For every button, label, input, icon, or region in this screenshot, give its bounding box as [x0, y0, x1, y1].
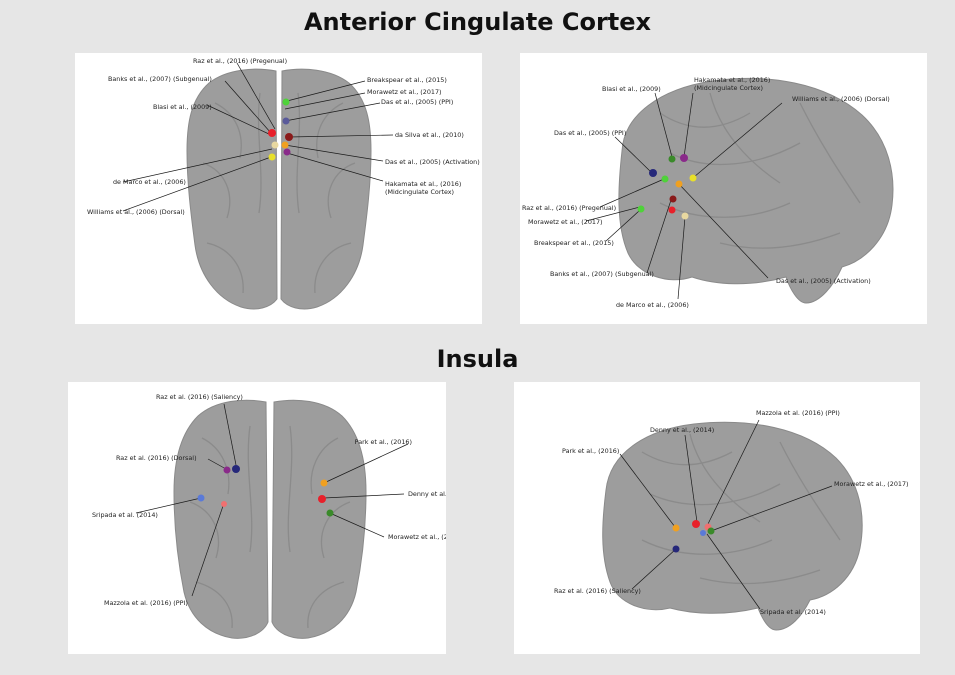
label-sripada: Sripada et al. (2014): [760, 608, 826, 616]
insula-side-view-figure: Mazzola et al. (2016) (PPI) Denny et al.…: [514, 382, 920, 654]
acc-section-title: Anterior Cingulate Cortex: [0, 8, 955, 36]
label-denny: Denny et al., (2014): [408, 490, 446, 498]
label-banks: Banks et al., (2007) (Subgenual): [108, 75, 212, 83]
label-mazzola: Mazzola et al. (2016) (PPI): [104, 599, 188, 607]
marker-park: [673, 525, 680, 532]
marker-park: [321, 480, 328, 487]
insula-section-title: Insula: [0, 345, 955, 373]
label-blasi: Blasi et al., (2009): [153, 103, 212, 111]
marker-banks: [669, 207, 676, 214]
marker-raz-saliency: [232, 465, 240, 473]
label-morawetz: Morawetz et al., (2017): [388, 533, 446, 541]
label-raz-pregenual: Raz et al., (2016) (Pregenual): [522, 204, 616, 212]
marker-williams: [690, 175, 697, 182]
marker-da-silva: [670, 196, 677, 203]
label-banks: Banks et al., (2007) (Subgenual): [550, 270, 654, 278]
label-da-silva: da Silva et al., (2010): [395, 131, 464, 139]
label-raz-dorsal: Raz et al. (2016) (Dorsal): [116, 454, 197, 462]
label-williams: Williams et al., (2006) (Dorsal): [792, 95, 890, 103]
insula-side-view-panel: Mazzola et al. (2016) (PPI) Denny et al.…: [514, 382, 920, 654]
label-breakspear: Breakspear et al., (2015): [534, 239, 614, 247]
brain-top-view: [174, 400, 366, 638]
label-hakamata: Hakamata et al., (2016): [694, 76, 770, 84]
marker-morawetz: [327, 510, 334, 517]
marker-sripada: [198, 495, 205, 502]
label-park: Park et al., (2016): [355, 438, 412, 446]
marker-das-activation: [676, 181, 683, 188]
label-raz-saliency: Raz et al. (2016) (Saliency): [156, 393, 243, 401]
marker-da-silva: [285, 133, 293, 141]
label-park: Park et al., (2016): [562, 447, 619, 455]
marker-breakspear: [283, 99, 290, 106]
label-de-marco: de Marco et al., (2006): [113, 178, 186, 186]
label-das-ppi: Das et al., (2005) (PPI): [381, 98, 453, 106]
marker-das-ppi: [283, 118, 290, 125]
marker-denny: [318, 495, 326, 503]
acc-top-view-figure: Raz et al., (2016) (Pregenual) Banks et …: [75, 53, 482, 324]
insula-top-view-figure: Raz et al. (2016) (Saliency) Raz et al. …: [68, 382, 446, 654]
label-das-ppi: Das et al., (2005) (PPI): [554, 129, 626, 137]
label-hakamata-region: (Midcingulate Cortex): [694, 84, 763, 92]
marker-breakspear: [638, 206, 645, 213]
marker-williams: [269, 154, 276, 161]
marker-raz-pregenual: [268, 129, 276, 137]
label-das-activation: Das et al., (2005) (Activation): [385, 158, 480, 166]
marker-mazzola: [221, 501, 227, 507]
label-blasi: Blasi et al., (2009): [602, 85, 661, 93]
acc-side-view-panel: Blasi et al., (2009) Hakamata et al., (2…: [520, 53, 927, 324]
acc-side-view-figure: Blasi et al., (2009) Hakamata et al., (2…: [520, 53, 927, 324]
insula-top-view-panel: Raz et al. (2016) (Saliency) Raz et al. …: [68, 382, 446, 654]
label-breakspear: Breakspear et al., (2015): [367, 76, 447, 84]
marker-sripada: [700, 530, 706, 536]
marker-raz-saliency: [673, 546, 680, 553]
marker-blasi: [669, 156, 676, 163]
label-williams: Williams et al., (2006) (Dorsal): [87, 208, 185, 216]
label-morawetz: Morawetz et al., (2017): [528, 218, 603, 226]
marker-raz-dorsal: [224, 467, 231, 474]
acc-top-view-panel: Raz et al., (2016) (Pregenual) Banks et …: [75, 53, 482, 324]
label-sripada: Sripada et al. (2014): [92, 511, 158, 519]
label-morawetz: Morawetz et al., (2017): [367, 88, 442, 96]
marker-banks: [272, 142, 279, 149]
marker-de-marco: [682, 213, 689, 220]
marker-hakamata: [680, 154, 688, 162]
label-raz-saliency: Raz et al. (2016) (Saliency): [554, 587, 641, 595]
marker-morawetz: [708, 528, 715, 535]
brain-side-view: [603, 422, 862, 630]
brain-top-view: [187, 69, 371, 309]
marker-denny: [692, 520, 700, 528]
label-hakamata: Hakamata et al., (2016): [385, 180, 461, 188]
label-raz-pregenual: Raz et al., (2016) (Pregenual): [193, 57, 287, 65]
marker-das-activation: [282, 142, 289, 149]
label-morawetz: Morawetz et al., (2017): [834, 480, 909, 488]
label-denny: Denny et al., (2014): [650, 426, 714, 434]
label-mazzola: Mazzola et al. (2016) (PPI): [756, 409, 840, 417]
label-das-activation: Das et al., (2005) (Activation): [776, 277, 871, 285]
marker-das-ppi: [649, 169, 657, 177]
label-hakamata-region: (Midcingulate Cortex): [385, 188, 454, 196]
marker-hakamata: [284, 149, 291, 156]
marker-raz-pregenual: [662, 176, 669, 183]
label-de-marco: de Marco et al., (2006): [616, 301, 689, 309]
labels: Raz et al. (2016) (Saliency) Raz et al. …: [92, 393, 446, 607]
